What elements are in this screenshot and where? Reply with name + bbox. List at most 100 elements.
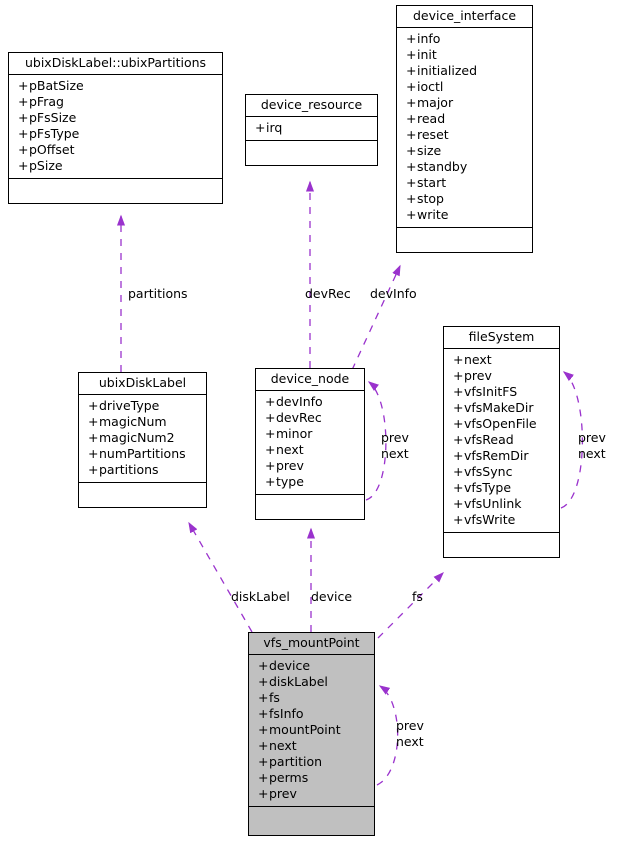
attribute-row: +vfsUnlink [444,496,559,512]
class-box-ubix-partitions[interactable]: ubixDiskLabel::ubixPartitions +pBatSize … [8,52,223,204]
edge-label-disklabel: diskLabel [231,589,290,604]
visibility-public-icon: + [88,414,99,429]
attribute-label: init [417,47,437,62]
attribute-label: mountPoint [269,722,341,737]
visibility-public-icon: + [453,512,464,527]
class-box-device-node[interactable]: device_node +devInfo +devRec +minor +nex… [255,368,365,520]
visibility-public-icon: + [258,770,269,785]
attribute-row: +pOffset [9,142,222,158]
attribute-label: devInfo [276,394,323,409]
attribute-row: +pFsSize [9,110,222,126]
class-operations [444,533,559,557]
visibility-public-icon: + [265,474,276,489]
attribute-row: +major [397,95,532,111]
visibility-public-icon: + [258,706,269,721]
class-operations [256,495,364,519]
edge-label-devinfo: devInfo [370,286,417,301]
visibility-public-icon: + [453,464,464,479]
attribute-row: +pFsType [9,126,222,142]
visibility-public-icon: + [406,79,417,94]
visibility-public-icon: + [18,158,29,173]
attribute-row: +vfsOpenFile [444,416,559,432]
class-operations [249,807,374,835]
attribute-row: +next [249,738,374,754]
attribute-label: write [417,207,449,222]
class-attributes: +info +init +initialized +ioctl +major +… [397,28,532,228]
visibility-public-icon: + [18,126,29,141]
attribute-label: read [417,111,446,126]
visibility-public-icon: + [258,674,269,689]
attribute-label: prev [276,458,304,473]
attribute-row: +pSize [9,158,222,174]
class-attributes: +driveType +magicNum +magicNum2 +numPart… [79,395,206,483]
attribute-row: +partition [249,754,374,770]
attribute-row: +numPartitions [79,446,206,462]
attribute-label: next [276,442,304,457]
attribute-label: pSize [29,158,63,173]
attribute-label: vfsType [464,480,512,495]
attribute-label: standby [417,159,468,174]
attribute-label: vfsInitFS [464,384,518,399]
visibility-public-icon: + [258,786,269,801]
attribute-row: +partitions [79,462,206,478]
class-box-vfs-mountpoint[interactable]: vfs_mountPoint +device +diskLabel +fs +f… [248,632,375,836]
attribute-label: pFrag [29,94,64,109]
attribute-row: +start [397,175,532,191]
attribute-label: perms [269,770,309,785]
visibility-public-icon: + [18,142,29,157]
visibility-public-icon: + [18,78,29,93]
attribute-label: irq [266,120,283,135]
class-box-device-resource[interactable]: device_resource +irq [245,94,378,166]
class-box-device-interface[interactable]: device_interface +info +init +initialize… [396,5,533,253]
visibility-public-icon: + [88,462,99,477]
attribute-row: +prev [249,786,374,802]
class-box-filesystem[interactable]: fileSystem +next +prev +vfsInitFS +vfsMa… [443,326,560,558]
attribute-row: +magicNum [79,414,206,430]
class-title: ubixDiskLabel::ubixPartitions [9,53,222,75]
edge-label-filesystem-prev: prev [578,430,606,445]
class-box-ubix-disk-label[interactable]: ubixDiskLabel +driveType +magicNum +magi… [78,372,207,508]
attribute-row: +irq [246,120,377,136]
attribute-row: +init [397,47,532,63]
attribute-row: +minor [256,426,364,442]
attribute-label: pOffset [29,142,75,157]
attribute-label: diskLabel [269,674,328,689]
attribute-row: +prev [444,368,559,384]
visibility-public-icon: + [265,410,276,425]
attribute-label: vfsSync [464,464,513,479]
edge-mountpoint-selfloop [376,686,399,786]
class-title: vfs_mountPoint [249,633,374,655]
attribute-label: start [417,175,447,190]
attribute-label: magicNum [99,414,167,429]
visibility-public-icon: + [406,31,417,46]
attribute-row: +vfsInitFS [444,384,559,400]
visibility-public-icon: + [265,442,276,457]
attribute-label: type [276,474,304,489]
attribute-label: prev [269,786,297,801]
edge-devinfo [351,266,401,371]
visibility-public-icon: + [265,426,276,441]
edge-label-fs: fs [412,589,423,604]
visibility-public-icon: + [453,448,464,463]
visibility-public-icon: + [453,480,464,495]
attribute-row: +type [256,474,364,490]
visibility-public-icon: + [406,47,417,62]
attribute-row: +read [397,111,532,127]
attribute-row: +vfsMakeDir [444,400,559,416]
edge-label-mountpoint-prev: prev [396,718,424,733]
visibility-public-icon: + [453,432,464,447]
attribute-label: ioctl [417,79,444,94]
attribute-label: partitions [99,462,159,477]
edge-label-partitions: partitions [128,286,188,301]
attribute-row: +initialized [397,63,532,79]
visibility-public-icon: + [258,738,269,753]
attribute-row: +vfsType [444,480,559,496]
visibility-public-icon: + [453,368,464,383]
visibility-public-icon: + [18,94,29,109]
attribute-label: major [417,95,454,110]
class-operations [246,141,377,165]
class-attributes: +irq [246,117,377,141]
attribute-row: +fsInfo [249,706,374,722]
visibility-public-icon: + [453,352,464,367]
